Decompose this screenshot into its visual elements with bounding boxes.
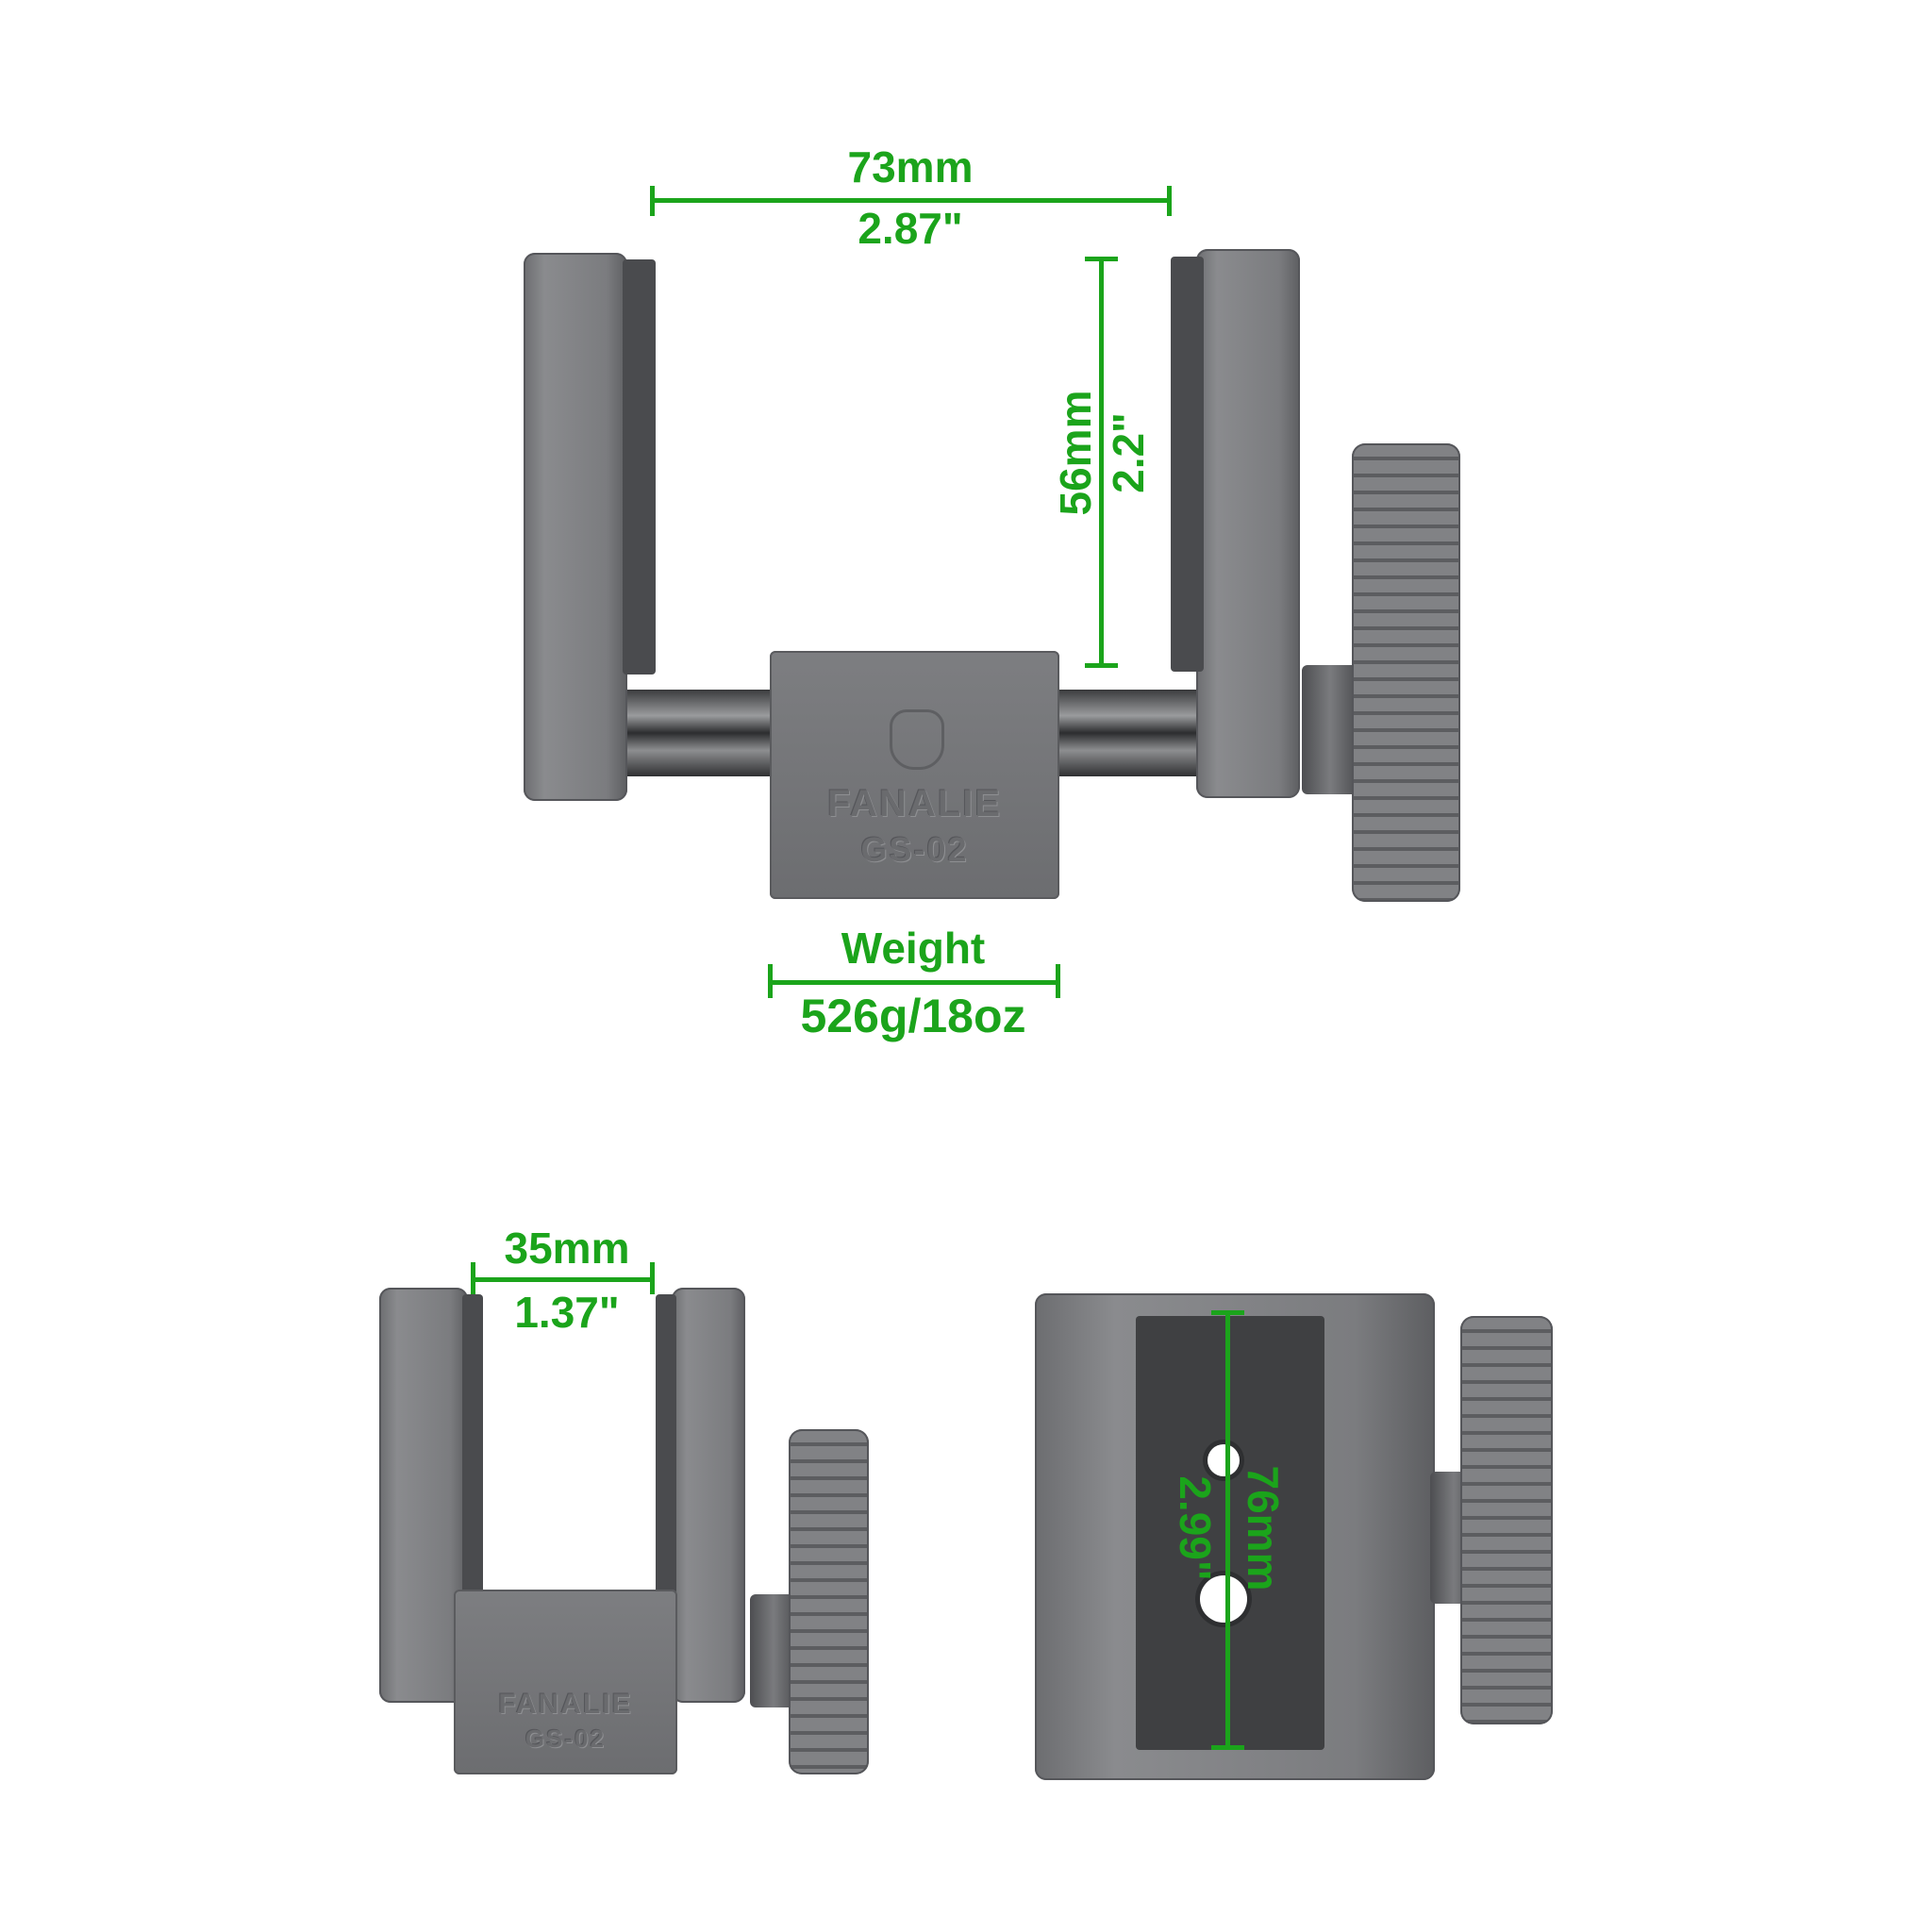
width-metric: 73mm	[847, 142, 974, 192]
width-line	[652, 198, 1170, 203]
plate-line	[1225, 1312, 1230, 1747]
weight-label: Weight	[841, 924, 986, 973]
height-tick-bottom	[1085, 663, 1118, 668]
plate-tick-top	[1211, 1310, 1244, 1315]
weight-value: 526g/18oz	[800, 990, 1026, 1042]
weight-tick-left	[768, 964, 773, 998]
screw-hole-top	[1208, 1444, 1240, 1476]
logo-icon	[890, 709, 944, 770]
model-label: GS-02	[525, 1724, 607, 1753]
left-jaw-pad	[462, 1294, 483, 1606]
left-jaw	[379, 1288, 468, 1703]
right-jaw-pad	[1171, 257, 1204, 672]
weight-tick-right	[1056, 964, 1060, 998]
right-jaw	[1196, 249, 1300, 798]
plate-metric: 76mm	[1239, 1465, 1288, 1591]
width-imperial: 2.87"	[858, 204, 963, 253]
right-jaw	[672, 1288, 745, 1703]
gap-imperial: 1.37"	[514, 1288, 620, 1337]
model-label: GS-02	[860, 830, 969, 869]
gap-line	[473, 1277, 652, 1282]
screw-hole-bottom	[1200, 1575, 1247, 1623]
left-jaw	[524, 253, 627, 801]
gap-tick-right	[650, 1262, 655, 1294]
brand-label: FANALIE	[826, 783, 1003, 824]
knob-icon	[1352, 443, 1460, 902]
height-tick-top	[1085, 257, 1118, 261]
gap-metric: 35mm	[504, 1224, 630, 1273]
gap-tick-left	[471, 1262, 475, 1294]
knob-icon	[1460, 1316, 1553, 1724]
height-line	[1099, 258, 1104, 665]
brand-label: FANALIE	[498, 1689, 633, 1720]
width-tick-left	[650, 186, 655, 216]
right-jaw-pad	[656, 1294, 676, 1606]
weight-line	[770, 980, 1058, 985]
height-imperial: 2.2"	[1104, 412, 1153, 493]
plate-tick-bottom	[1211, 1745, 1244, 1750]
knob-icon	[789, 1429, 869, 1774]
mount-plate	[1136, 1316, 1324, 1750]
center-block	[454, 1590, 677, 1774]
knob-hub	[1302, 665, 1358, 794]
left-jaw-pad	[623, 259, 656, 675]
width-tick-right	[1167, 186, 1172, 216]
height-metric: 56mm	[1051, 390, 1100, 516]
center-block	[770, 651, 1059, 899]
plate-imperial: 2.99"	[1171, 1475, 1220, 1581]
